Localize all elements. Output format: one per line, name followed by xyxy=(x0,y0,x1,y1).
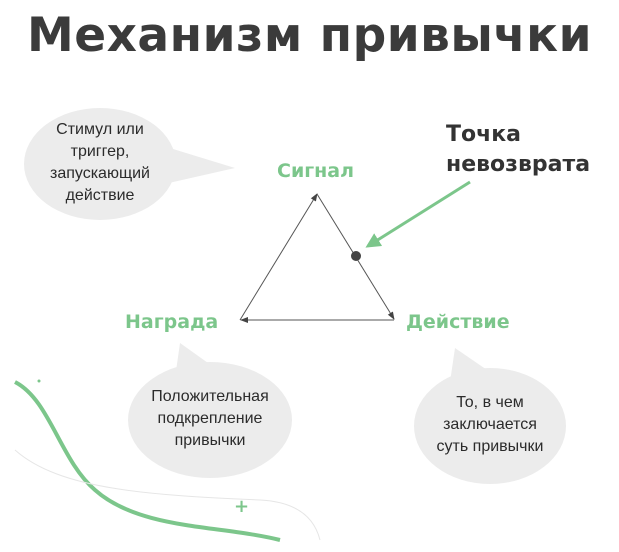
bubble-line: То, в чем xyxy=(456,394,524,411)
pnr-line-2: невозврата xyxy=(446,152,591,177)
arrow-reward-to-signal xyxy=(239,193,318,321)
bubble-signal-shape xyxy=(24,108,235,220)
bubble-line: суть привычки xyxy=(436,438,544,455)
bubble-reward-shape xyxy=(128,343,292,478)
green-pointer-arrow xyxy=(365,180,471,248)
bubble-line: триггер, xyxy=(70,143,130,160)
bubble-action-text: То, в чем заключается суть привычки xyxy=(410,392,570,458)
bubble-line: Положительная xyxy=(151,388,269,405)
bubble-signal-text: Стимул или триггер, запускающий действие xyxy=(25,119,175,207)
bubble-reward-text: Положительная подкрепление привычки xyxy=(130,386,290,452)
bubble-line: действие xyxy=(65,187,135,204)
point-of-no-return-dot xyxy=(351,251,361,261)
decorative-dot xyxy=(37,379,41,383)
node-action-label: Действие xyxy=(406,311,510,333)
decorative-gray-curve xyxy=(14,449,321,541)
bubble-line: Стимул или xyxy=(56,121,144,138)
bubble-line: подкрепление xyxy=(157,410,263,427)
plus-icon: + xyxy=(234,496,249,517)
bubble-line: привычки xyxy=(174,432,246,449)
decorative-green-curve xyxy=(14,380,281,542)
bubble-line: заключается xyxy=(443,416,537,433)
node-signal-label: Сигнал xyxy=(277,160,355,182)
bubble-line: запускающий xyxy=(49,165,150,182)
page-title: Механизм привычки xyxy=(26,8,593,63)
point-of-no-return-label: Точка невозврата xyxy=(446,120,590,180)
bubble-action-shape xyxy=(414,348,566,484)
pnr-line-1: Точка xyxy=(446,122,522,147)
node-reward-label: Награда xyxy=(125,311,219,333)
